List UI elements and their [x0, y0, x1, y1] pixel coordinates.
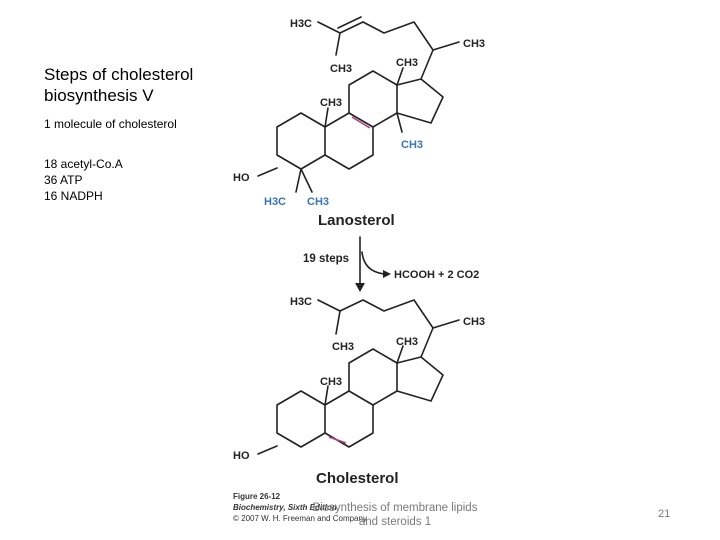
lanosterol-h3c-top: H3C	[290, 18, 312, 30]
lanosterol-ch3-c19: CH3	[320, 97, 342, 109]
cholesterol-structure: H3C CH3 CH3 CH3 CH3 HO Cholesterol	[233, 296, 485, 487]
lanosterol-ch3-side: CH3	[330, 63, 352, 75]
lanosterol-ch3-c20: CH3	[396, 57, 418, 69]
slide-footer: Biosynthesis of membrane lipids and ster…	[312, 502, 478, 528]
byproduct-label: HCOOH + 2 CO2	[394, 269, 479, 281]
reagent-acetyl-coa: 18 acetyl-Co.A	[44, 157, 123, 171]
lanosterol-ch3-c4: CH3	[307, 196, 329, 208]
product-text: 1 molecule of cholesterol	[44, 117, 177, 131]
reagent-nadph: 16 NADPH	[44, 189, 103, 203]
lanosterol-structure: H3C CH3 CH3 CH3 CH3 CH3 HO H3C CH3 Lanos…	[233, 16, 485, 229]
lanosterol-ch3-c14: CH3	[401, 139, 423, 151]
lanosterol-name: Lanosterol	[318, 212, 395, 229]
cholesterol-ch3-c18: CH3	[396, 336, 418, 348]
caption-figure-number: Figure 26-12	[233, 492, 281, 501]
page-number: 21	[658, 508, 671, 520]
reaction-arrow: 19 steps HCOOH + 2 CO2	[303, 236, 479, 292]
cholesterol-h3c-top: H3C	[290, 296, 312, 308]
steps-label: 19 steps	[303, 253, 349, 265]
cholesterol-ch3-side: CH3	[332, 341, 354, 353]
cholesterol-ch3-c19: CH3	[320, 376, 342, 388]
cholesterol-ch3-end: CH3	[463, 316, 485, 328]
reagent-atp: 36 ATP	[44, 173, 83, 187]
slide-title: Steps of cholesterol biosynthesis V	[44, 65, 194, 105]
lanosterol-ch3-end: CH3	[463, 38, 485, 50]
cholesterol-ho: HO	[233, 450, 250, 462]
caption-book: Biochemistry, Sixth Edition	[233, 503, 337, 512]
reagent-list: 18 acetyl-Co.A 36 ATP 16 NADPH	[44, 156, 123, 204]
figure-caption: Figure 26-12 Biochemistry, Sixth Edition…	[233, 492, 367, 523]
lanosterol-h3c-c4: H3C	[264, 196, 286, 208]
cholesterol-name: Cholesterol	[316, 470, 399, 487]
caption-copyright: © 2007 W. H. Freeman and Company	[233, 514, 367, 523]
lanosterol-ho: HO	[233, 172, 250, 184]
